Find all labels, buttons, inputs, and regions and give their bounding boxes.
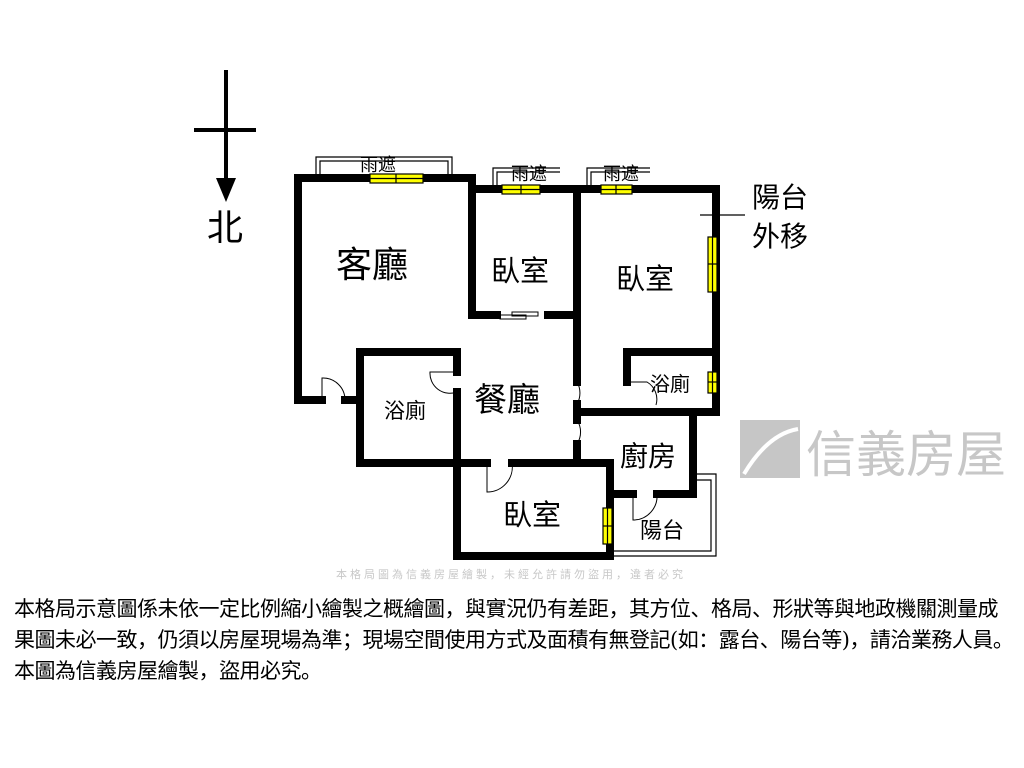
compass: 北 — [194, 70, 256, 249]
sliding-door — [499, 311, 539, 320]
door-swing — [632, 493, 658, 521]
room-label-living-room: 客廳 — [336, 245, 408, 286]
door-swing — [486, 462, 513, 493]
watermark-logo-text: 信義房屋 — [806, 426, 1006, 484]
room-label-dining-room: 餐廳 — [474, 380, 540, 419]
room-label-bedroom-1: 臥室 — [491, 254, 549, 288]
windows — [369, 173, 718, 545]
door-swing — [627, 381, 658, 406]
room-label-kitchen: 廚房 — [620, 440, 676, 473]
room-label-bedroom-2: 臥室 — [616, 262, 674, 296]
north-arrow-icon — [216, 178, 236, 202]
canopy-label: 雨遮 — [360, 155, 396, 176]
north-label: 北 — [207, 208, 243, 249]
disclaimer-text: 本格局示意圖係未依一定比例縮小繪製之概繪圖，與實況仍有差距，其方位、格局、形狀等… — [14, 597, 1014, 683]
door-swing — [321, 377, 346, 401]
room-label-bathroom-2: 浴廁 — [650, 372, 690, 396]
watermark: 信義房屋 本格局圖為信義房屋繪製，未經允許請勿盜用，違者必究 — [336, 420, 1006, 581]
balcony-moved-label-line1: 陽台 — [752, 181, 808, 214]
canopy-label: 雨遮 — [511, 164, 547, 185]
room-label-bedroom-3: 臥室 — [503, 498, 561, 532]
room-label-balcony: 陽台 — [640, 519, 684, 544]
room-label-bathroom-1: 浴廁 — [384, 399, 426, 423]
door-swing — [576, 381, 581, 405]
balcony-moved-label-line2: 外移 — [752, 220, 808, 253]
watermark-notice: 本格局圖為信義房屋繪製，未經允許請勿盜用，違者必究 — [336, 567, 686, 581]
door-swing — [576, 419, 581, 445]
door-swing — [429, 371, 458, 394]
canopies — [315, 156, 745, 557]
doors — [321, 371, 658, 521]
canopy-label: 雨遮 — [603, 164, 639, 185]
